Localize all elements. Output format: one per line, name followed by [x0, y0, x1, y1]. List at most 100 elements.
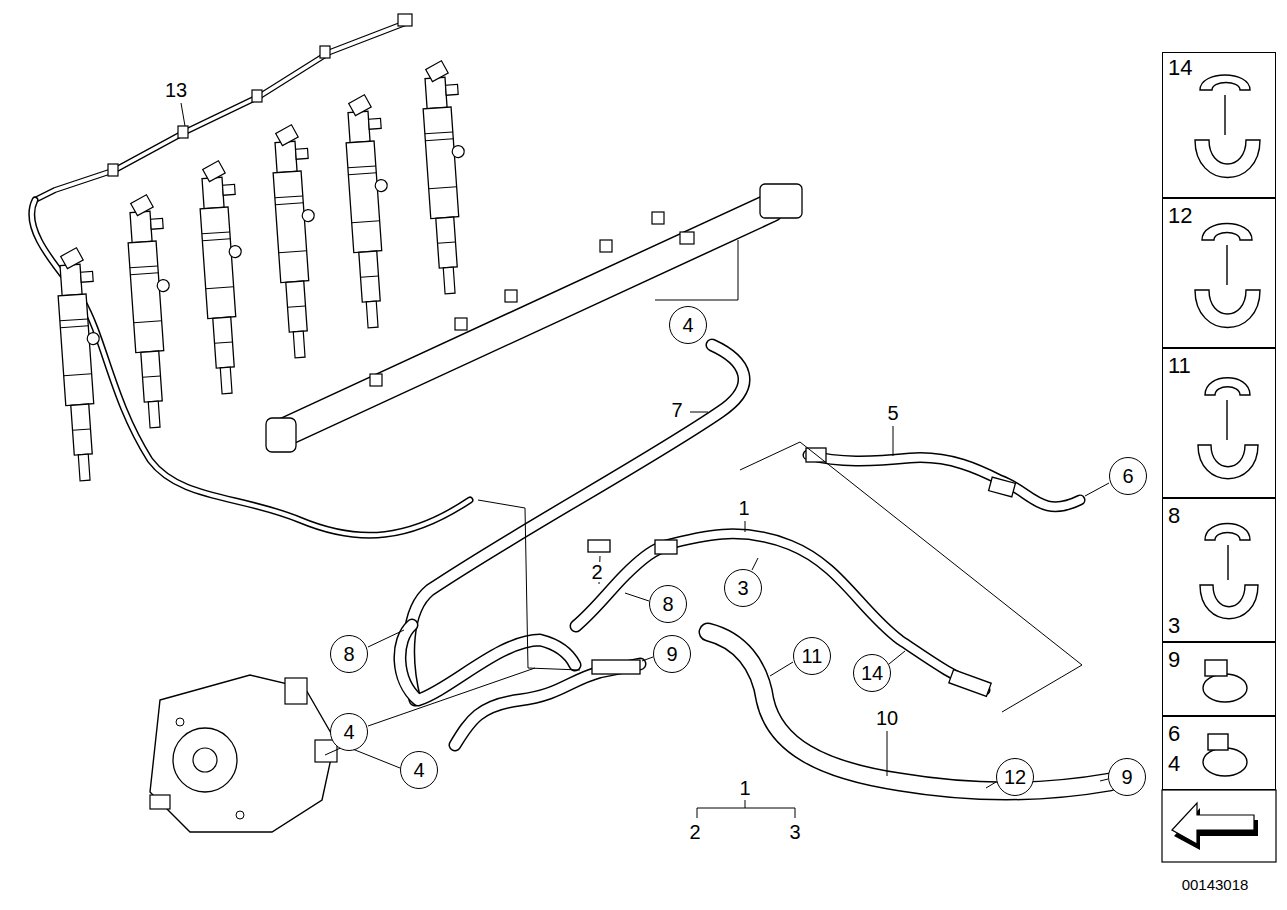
callout-number: 4 [413, 760, 424, 780]
callout-number: 14 [861, 663, 883, 683]
hose [662, 534, 985, 690]
direction-arrow-box [1162, 790, 1276, 862]
temperature-sensor [588, 540, 610, 552]
pump-flange [173, 728, 237, 792]
callout-number: 12 [1004, 767, 1026, 787]
part-number: 13 [163, 80, 189, 100]
part-number: 3 [787, 822, 802, 842]
clip-stem [1224, 95, 1225, 135]
tree-bracket [745, 800, 746, 808]
part-number: 1 [737, 778, 752, 798]
rail-valve [266, 418, 296, 452]
part-number: 10 [874, 708, 900, 728]
hose-fitting [949, 670, 991, 697]
bolt [176, 718, 184, 726]
leader-line [325, 746, 400, 768]
pump-hub [193, 748, 217, 772]
callout-circle: 6 [1109, 457, 1147, 495]
hose-core [662, 534, 985, 690]
clip-stem [1226, 245, 1227, 285]
callout-number: 14 [1167, 57, 1193, 79]
drawing-number: 00143018 [1180, 877, 1251, 892]
clip-illustrations [1195, 75, 1260, 776]
pump-body [150, 675, 335, 832]
hose-core [455, 664, 640, 745]
rail-boss [370, 374, 382, 386]
callout-number: 3 [737, 578, 748, 598]
connector [252, 90, 262, 102]
pressure-sensor [760, 184, 802, 218]
hoses [400, 345, 1110, 791]
callout-number: 11 [802, 646, 823, 666]
tree-bracket [795, 808, 796, 818]
injector [55, 247, 109, 482]
connector [108, 164, 118, 176]
hose-fitting [592, 660, 640, 674]
clip [1195, 290, 1260, 328]
injector [197, 160, 251, 395]
leader-line [889, 651, 905, 664]
callout-number: 8 [1167, 505, 1181, 527]
part-number: 2 [687, 822, 702, 842]
rail-boss [455, 318, 467, 330]
clip-panel: 64 [1162, 716, 1276, 790]
callout-number: 9 [1167, 649, 1181, 671]
callout-number: 8 [343, 644, 354, 664]
group-bracket [740, 442, 1082, 712]
callout-circle: 4 [400, 751, 438, 789]
leader-line [1100, 779, 1108, 781]
rail-boss [600, 240, 612, 252]
part-number: 7 [669, 400, 684, 420]
hose-core [576, 548, 660, 626]
callout-circle: 4 [669, 306, 707, 344]
arrow [1172, 803, 1254, 844]
clip-stem [1227, 545, 1228, 580]
rail-outlet [680, 232, 694, 244]
leader-line [642, 657, 653, 661]
hose-clamp [1203, 674, 1247, 702]
part-number: 2 [589, 562, 604, 582]
callout-number: 4 [343, 722, 354, 742]
connector [320, 46, 330, 58]
tree-bracket [697, 808, 795, 809]
clip [1200, 585, 1258, 619]
injector [343, 94, 397, 329]
clip [1200, 75, 1250, 90]
callout-circle: 12 [996, 758, 1034, 796]
leader-line [368, 668, 535, 726]
leader-line [690, 412, 708, 413]
callout-circle: 9 [653, 635, 691, 673]
high-pressure-pump [150, 675, 337, 832]
hose-fitting [989, 477, 1016, 497]
leader-line [1085, 483, 1109, 496]
rail-boss [652, 212, 664, 224]
hose [455, 664, 640, 745]
callout-circle: 8 [330, 635, 368, 673]
rail-body [285, 208, 770, 432]
hose-fitting [655, 540, 677, 554]
callout-circle: 11 [793, 637, 831, 675]
arrow-box [1162, 790, 1276, 862]
bolt [236, 811, 244, 819]
callout-number: 3 [1167, 615, 1181, 637]
leader-line [368, 630, 404, 647]
callout-circle: 14 [853, 654, 891, 692]
hose-clamp [1203, 748, 1247, 776]
clip-panel: 9 [1162, 642, 1276, 716]
leader-line [655, 240, 738, 300]
leader-line [893, 426, 894, 456]
clip [1205, 378, 1250, 395]
rail-outline [285, 208, 770, 432]
clip [1195, 140, 1260, 178]
callout-number: 11 [1167, 355, 1192, 377]
callout-number: 6 [1122, 466, 1133, 486]
clip-panel: 83 [1162, 498, 1276, 642]
callout-circle: 3 [724, 569, 762, 607]
pump-shaft [150, 795, 170, 809]
leader-line [770, 662, 793, 676]
injector [125, 194, 179, 429]
callout-number: 4 [1167, 753, 1181, 775]
callout-number: 8 [662, 594, 673, 614]
